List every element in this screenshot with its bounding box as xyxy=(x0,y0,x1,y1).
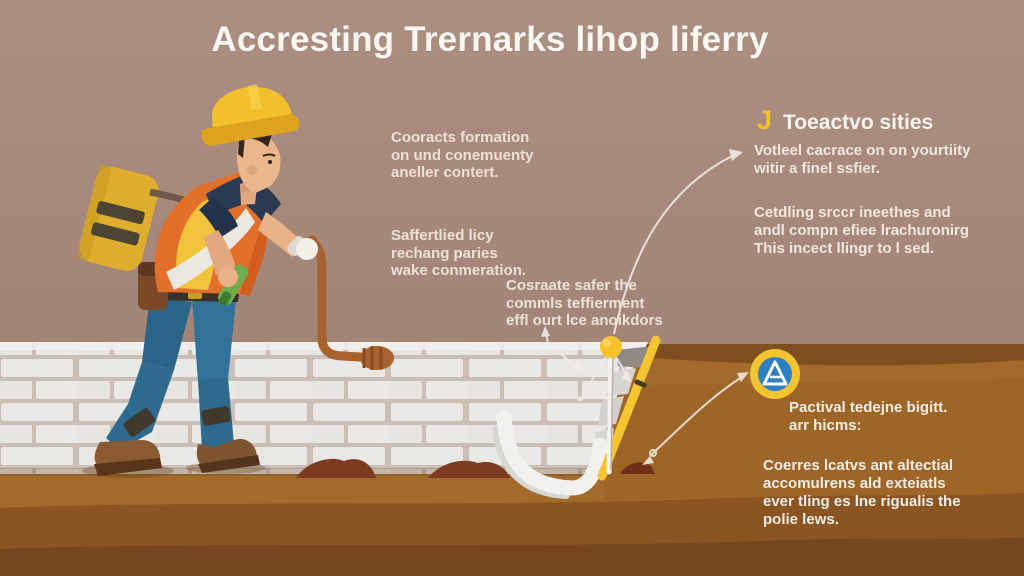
hard-hat xyxy=(201,84,300,146)
page-title: Accresting Trernarks lihop liferry xyxy=(211,20,769,59)
right-paragraph-4: Coerres lcatvs ant altectial accomulrens… xyxy=(763,457,961,528)
right-paragraph-1: Votleel cacrace on on yourtiity witir a … xyxy=(754,142,971,177)
dirt-piles xyxy=(296,458,655,478)
arrowhead xyxy=(729,149,743,161)
arrow-dot-open xyxy=(649,449,657,457)
arrowhead xyxy=(541,326,550,337)
near-hand xyxy=(218,267,238,287)
arrowhead xyxy=(575,361,586,371)
worker-illustration xyxy=(77,84,394,478)
marker-ball-highlight xyxy=(603,339,611,347)
eye xyxy=(268,160,272,164)
ground xyxy=(0,344,1024,576)
arrowhead xyxy=(622,371,631,382)
callout-contracts: Cooracts formation on und conemuenty ane… xyxy=(391,129,534,182)
arrow-rod-to-badge xyxy=(649,376,743,457)
right-panel-heading-row: J Toeactvo sities xyxy=(757,107,933,135)
right-paragraph-3: Pactival tedejne bigitt. arr hicms: xyxy=(789,399,948,434)
arrow-ball-to-heading xyxy=(613,155,733,335)
eyebrow xyxy=(262,153,276,157)
measuring-stick-shade xyxy=(610,355,614,471)
callout-trench: Cosraate safer the commls teffierment ef… xyxy=(506,277,663,330)
work-boots xyxy=(94,438,260,476)
arrow-dot xyxy=(577,396,583,402)
near-forearm xyxy=(203,230,236,275)
arrow-ball-right xyxy=(615,356,627,375)
work-glove xyxy=(296,238,318,260)
arrow-ball-left xyxy=(582,356,607,396)
sideburn xyxy=(238,136,245,158)
marker-ball xyxy=(600,336,622,358)
arrowhead xyxy=(642,456,654,465)
measuring-stick xyxy=(606,349,614,475)
step-number: J xyxy=(757,105,773,135)
jeans-legs xyxy=(106,296,236,450)
stake-mark xyxy=(634,379,647,388)
right-panel-heading: Toeactvo sities xyxy=(783,111,934,134)
ear xyxy=(247,165,257,175)
arrowhead xyxy=(737,372,749,382)
copper-probe-rod xyxy=(307,235,394,370)
location-badge-icon xyxy=(750,349,800,399)
right-paragraph-2: Cetdling srccr ineethes and andl compn e… xyxy=(754,204,970,257)
near-sleeve xyxy=(199,198,238,238)
annotation-arrows xyxy=(541,149,749,465)
white-conduit xyxy=(496,410,608,496)
callout-safety: Saffertlied licy rechang paries wake con… xyxy=(391,227,527,280)
trench-cutaway xyxy=(492,335,661,499)
yellow-back-tank xyxy=(77,164,159,271)
white-conduit xyxy=(492,426,570,499)
